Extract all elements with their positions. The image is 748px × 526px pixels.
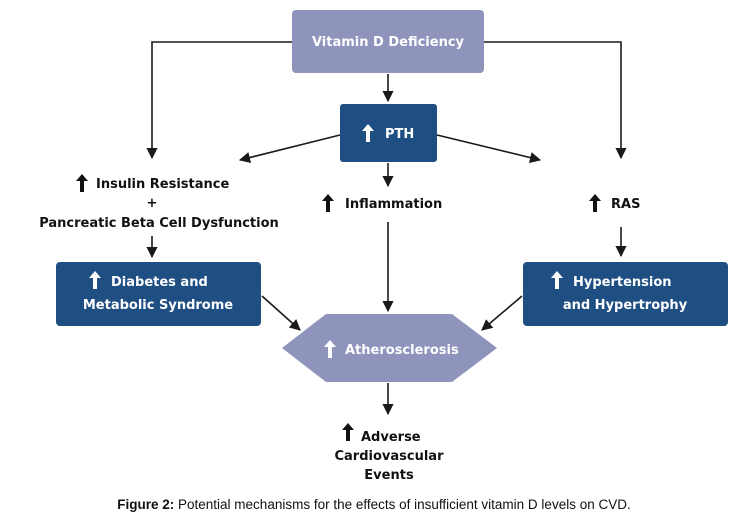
diabetes-label-line1: Diabetes and bbox=[111, 275, 208, 290]
hypertension-label-line1: Hypertension bbox=[573, 275, 672, 290]
up-arrow-icon bbox=[589, 194, 601, 212]
adverse-label-line1: Adverse bbox=[361, 430, 421, 445]
arrow-diabetes-to-atherosclerosis bbox=[261, 295, 301, 331]
hypertension-label-line2: and Hypertrophy bbox=[563, 298, 688, 313]
arrow-vitd-to-insulin bbox=[146, 41, 292, 160]
arrow-pth-to-left bbox=[238, 134, 341, 163]
figure-caption: Figure 2: Potential mechanisms for the e… bbox=[0, 497, 748, 512]
connectors bbox=[146, 41, 627, 416]
arrow-hypertension-to-atherosclerosis bbox=[481, 295, 523, 331]
arrow-vitd-to-ras bbox=[484, 41, 627, 160]
node-inflammation: Inflammation bbox=[322, 194, 442, 212]
pth-label: PTH bbox=[385, 127, 414, 142]
insulin-resistance-label: Insulin Resistance bbox=[96, 177, 229, 192]
node-atherosclerosis: Atherosclerosis bbox=[282, 314, 497, 382]
node-pth: PTH bbox=[340, 104, 437, 162]
caption-label: Figure 2: bbox=[117, 497, 175, 512]
vitamin-d-label: Vitamin D Deficiency bbox=[312, 35, 465, 50]
up-arrow-icon bbox=[76, 174, 88, 192]
node-adverse-events: Adverse Cardiovascular Events bbox=[334, 423, 444, 483]
node-hypertension: Hypertension and Hypertrophy bbox=[523, 262, 728, 326]
caption-text: Potential mechanisms for the effects of … bbox=[174, 497, 631, 512]
up-arrow-icon bbox=[342, 423, 354, 441]
plus-label: + bbox=[147, 196, 158, 211]
diagram: Vitamin D Deficiency PTH Insulin Resista… bbox=[39, 10, 728, 483]
adverse-label-line2: Cardiovascular bbox=[334, 449, 444, 464]
node-diabetes: Diabetes and Metabolic Syndrome bbox=[56, 262, 261, 326]
ras-label: RAS bbox=[611, 197, 640, 212]
adverse-label-line3: Events bbox=[364, 468, 414, 483]
node-ras: RAS bbox=[589, 194, 640, 212]
atherosclerosis-label: Atherosclerosis bbox=[345, 343, 459, 358]
diabetes-label-line2: Metabolic Syndrome bbox=[83, 298, 233, 313]
node-insulin-resistance: Insulin Resistance + Pancreatic Beta Cel… bbox=[39, 174, 279, 231]
up-arrow-icon bbox=[322, 194, 334, 212]
arrow-pth-to-right bbox=[436, 134, 542, 164]
inflammation-label: Inflammation bbox=[345, 197, 442, 212]
node-vitamin-d-deficiency: Vitamin D Deficiency bbox=[292, 10, 484, 73]
beta-cell-label: Pancreatic Beta Cell Dysfunction bbox=[39, 216, 279, 231]
